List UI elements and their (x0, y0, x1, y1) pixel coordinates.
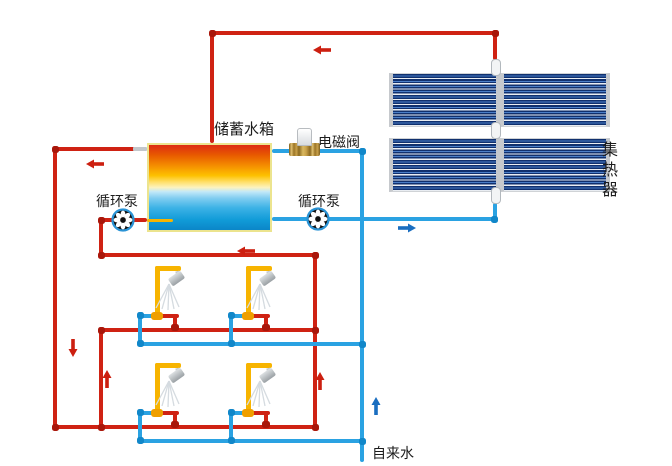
joint (97, 216, 105, 224)
joint (358, 340, 366, 348)
joint (311, 423, 319, 431)
pipe-hot-to-tank-top (210, 31, 214, 143)
flow-arrow-up-icon (371, 397, 386, 415)
joint (97, 423, 105, 431)
collector-fitting (491, 59, 501, 76)
collector-fitting (491, 122, 501, 139)
joint (51, 423, 59, 431)
pump-impeller-icon (111, 208, 135, 232)
flow-arrow-up-icon (102, 370, 117, 388)
shower-unit (137, 361, 198, 447)
flow-arrow-right-icon (398, 223, 416, 238)
shower-spray-icon (155, 283, 180, 310)
pipe-hot-tank-left-outlet (55, 147, 135, 151)
joint (491, 29, 499, 37)
shower-unit (137, 264, 198, 350)
shower-spray-icon (155, 380, 180, 407)
pipe-hot-left-downcomer (53, 147, 57, 429)
joint (51, 145, 59, 153)
storage-tank (147, 143, 272, 232)
flow-arrow-down-icon (63, 339, 78, 357)
collector-label: 集热器 (599, 141, 618, 201)
pipe-hot-collector-top (210, 31, 499, 35)
shower-unit (228, 264, 289, 350)
collector-panel (500, 138, 610, 192)
pipe-hot-from-collector (493, 31, 497, 60)
collector-panel (500, 73, 610, 127)
tap-water-label: 自来水 (372, 446, 414, 462)
shower-spray-icon (246, 283, 271, 310)
joint (208, 29, 216, 37)
flow-arrow-left-icon (313, 40, 331, 55)
collector-fitting (491, 187, 501, 204)
pump-impeller-icon (306, 207, 330, 231)
solenoid-valve-label: 电磁阀 (318, 135, 360, 151)
pipe-hot-mid-riser (99, 328, 103, 429)
joint (311, 251, 319, 259)
pipe-cold-collector-loop (272, 217, 497, 221)
pipe-cold-upper-distribution (138, 342, 364, 346)
solenoid-valve-body (289, 143, 320, 156)
pipe-hot-bottom-distribution (53, 425, 317, 429)
circulation-pump-right (306, 207, 330, 231)
flow-arrow-up-icon (315, 372, 330, 390)
joint (490, 215, 498, 223)
pipe-cold-collector-riser (493, 203, 497, 221)
circulation-pump-right-label: 循环泵 (298, 194, 340, 210)
collector-panel (389, 73, 500, 127)
tank-left-fitting (133, 147, 147, 151)
pipe-hot-return-riser-left (99, 218, 103, 257)
joint (358, 147, 366, 155)
joint (97, 326, 105, 334)
tank-dip-tube (147, 219, 173, 222)
shower-unit (228, 361, 289, 447)
joint (97, 251, 105, 259)
circulation-pump-left-label: 循环泵 (96, 194, 138, 210)
circulation-pump-left (111, 208, 135, 232)
pipe-hot-return-horizontal (99, 253, 317, 257)
pipe-hot-upper-distribution (99, 328, 317, 332)
solenoid-valve-coil (297, 128, 312, 146)
storage-tank-label: 储蓄水箱 (214, 120, 275, 138)
joint (358, 437, 366, 445)
pipe-hot-right-riser (313, 253, 317, 429)
flow-arrow-left-icon (86, 154, 104, 169)
pipe-cold-tap-main (360, 149, 364, 462)
shower-spray-icon (246, 380, 271, 407)
pipe-cold-lower-distribution (138, 439, 364, 443)
flow-arrow-left-icon (237, 241, 255, 256)
joint (311, 326, 319, 334)
collector-panel (389, 138, 500, 192)
